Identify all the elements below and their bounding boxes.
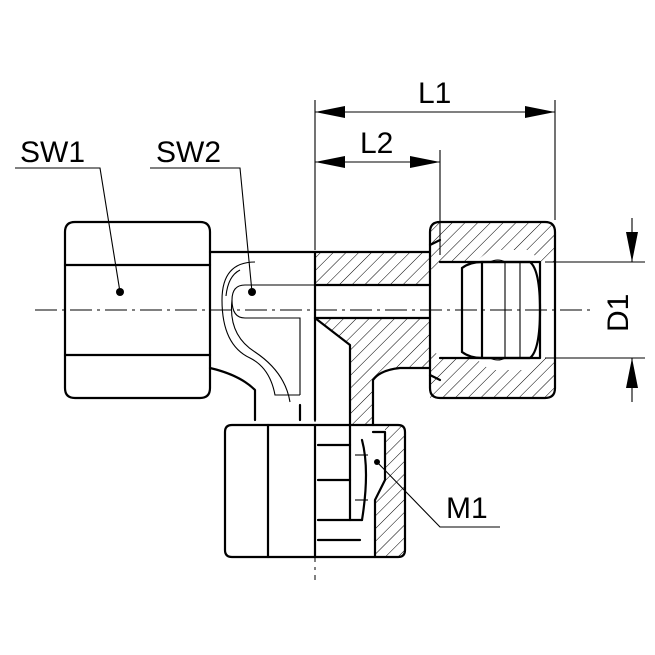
- sw1-label: SW1: [20, 136, 85, 169]
- dimension-lines: [314, 100, 645, 402]
- sw2-label: SW2: [156, 136, 221, 169]
- fitting-body: [208, 250, 317, 422]
- leader-lines: [15, 167, 500, 528]
- m1-label: M1: [446, 492, 488, 525]
- section-hatching: [315, 222, 555, 557]
- left-hex-nut: [63, 220, 212, 400]
- right-nut: [428, 220, 557, 400]
- d1-label: D1: [602, 294, 635, 332]
- section-outline: [313, 250, 432, 427]
- l2-label: L2: [360, 127, 393, 160]
- bottom-nut: [223, 423, 407, 559]
- l1-label: L1: [418, 77, 451, 110]
